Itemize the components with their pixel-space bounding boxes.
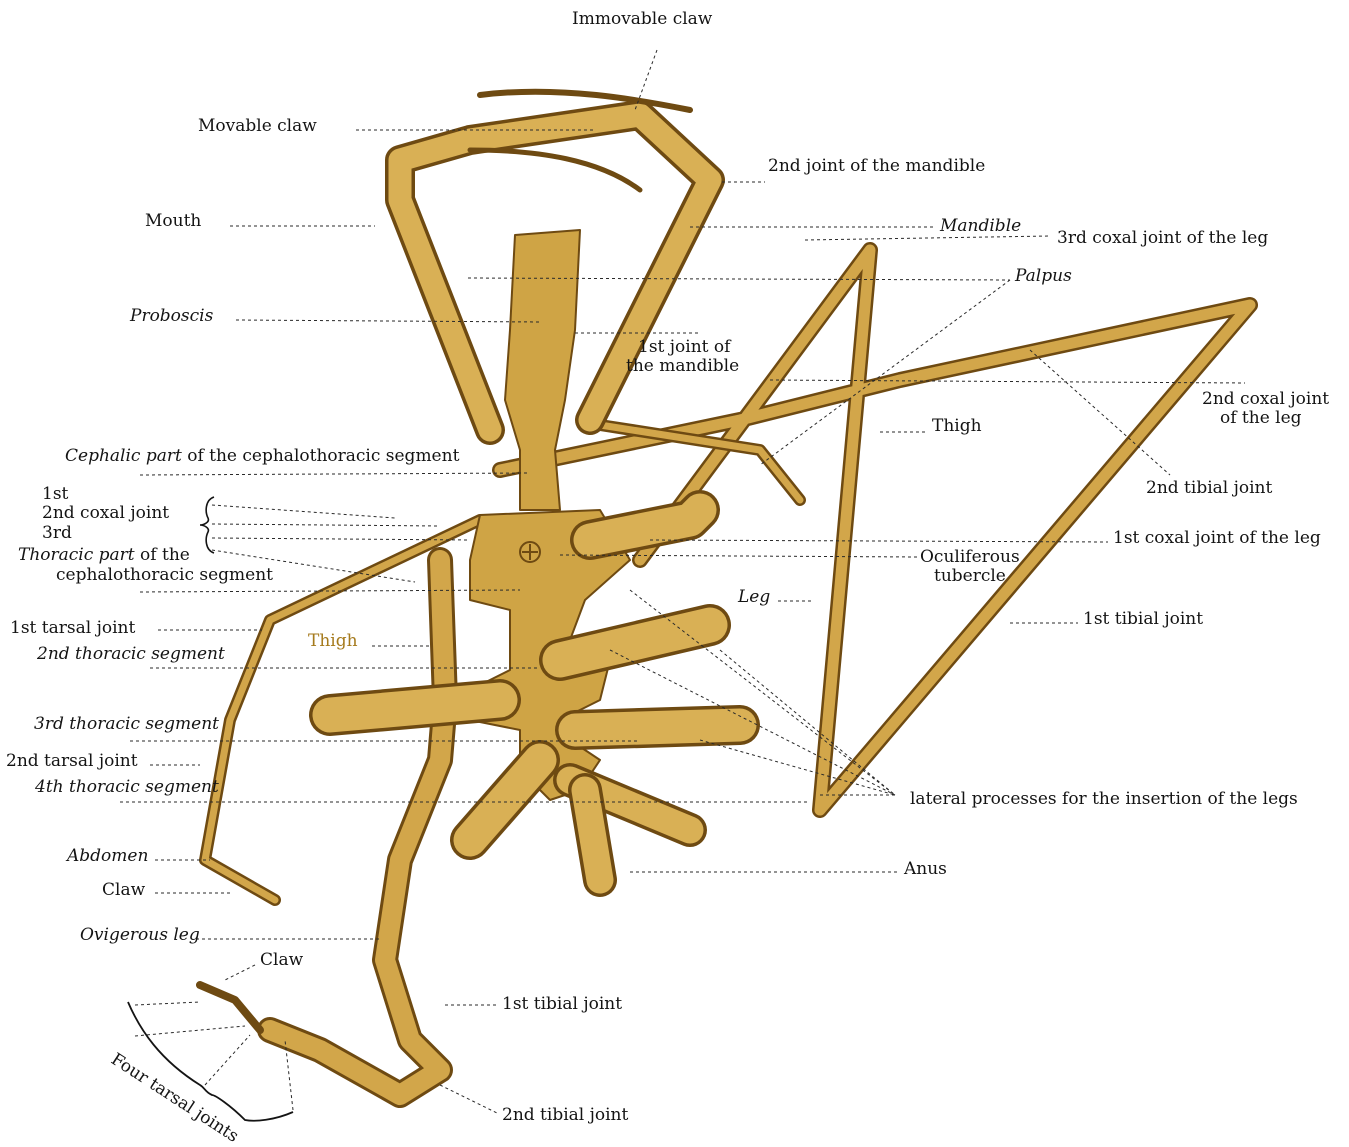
label-claw-bottom: Claw xyxy=(260,950,304,970)
label-second-coxal-leg-1: 2nd coxal joint xyxy=(1202,389,1329,409)
label-abdomen: Abdomen xyxy=(65,846,148,866)
label-third-coxal-leg: 3rd coxal joint of the leg xyxy=(1057,228,1268,248)
label-mouth: Mouth xyxy=(145,211,201,231)
label-cephalic-part: Cephalic part of the cephalothoracic seg… xyxy=(65,446,460,466)
label-thoracic-part: Thoracic part of the xyxy=(18,545,190,565)
label-second-tibial-bottom: 2nd tibial joint xyxy=(502,1105,629,1125)
label-immovable-claw: Immovable claw xyxy=(572,9,713,29)
label-first-joint-mandible-1: 1st joint of xyxy=(638,337,732,357)
label-cephalic-part-rest: of the cephalothoracic segment xyxy=(182,446,460,466)
label-palpus: Palpus xyxy=(1014,266,1072,286)
label-thigh-left: Thigh xyxy=(308,631,358,651)
label-second-coxal-leg-2: of the leg xyxy=(1220,408,1302,428)
label-second-thoracic: 2nd thoracic segment xyxy=(36,644,225,664)
label-coxal-3rd: 3rd xyxy=(42,523,72,543)
label-ovigerous-leg: Ovigerous leg xyxy=(80,925,200,945)
label-coxal-2nd: 2nd coxal joint xyxy=(42,503,169,523)
label-fourth-thoracic: 4th thoracic segment xyxy=(34,777,219,797)
label-oculiferous-1: Oculiferous xyxy=(920,547,1020,567)
label-thoracic-part-italic: Thoracic part xyxy=(18,545,135,565)
label-second-tarsal: 2nd tarsal joint xyxy=(6,751,138,771)
label-four-tarsal: Four tarsal joints xyxy=(107,1049,242,1146)
label-proboscis: Proboscis xyxy=(129,306,214,326)
label-claw-left: Claw xyxy=(102,880,146,900)
label-movable-claw: Movable claw xyxy=(198,116,317,136)
label-anus: Anus xyxy=(903,859,947,879)
label-first-tibial-right: 1st tibial joint xyxy=(1083,609,1203,629)
label-leg: Leg xyxy=(737,587,770,607)
label-oculiferous-2: tubercle xyxy=(934,566,1006,586)
label-first-tibial-bottom: 1st tibial joint xyxy=(502,994,622,1014)
labels: Immovable claw Movable claw 2nd joint of… xyxy=(6,9,1329,1147)
label-third-thoracic: 3rd thoracic segment xyxy=(34,714,219,734)
label-thigh-right: Thigh xyxy=(932,416,982,436)
label-cephalothoracic-segment: cephalothoracic segment xyxy=(56,565,273,585)
label-lateral-processes: lateral processes for the insertion of t… xyxy=(910,789,1298,809)
label-first-joint-mandible-2: the mandible xyxy=(626,356,739,376)
label-mandible: Mandible xyxy=(939,216,1021,236)
label-first-tarsal: 1st tarsal joint xyxy=(10,618,135,638)
label-second-tibial-right: 2nd tibial joint xyxy=(1146,478,1273,498)
label-cephalic-part-italic: Cephalic part xyxy=(65,446,182,466)
label-second-joint-mandible: 2nd joint of the mandible xyxy=(768,156,985,176)
label-coxal-1st: 1st xyxy=(42,484,69,504)
label-thoracic-part-rest: of the xyxy=(135,545,190,565)
label-first-coxal-leg: 1st coxal joint of the leg xyxy=(1113,528,1321,548)
